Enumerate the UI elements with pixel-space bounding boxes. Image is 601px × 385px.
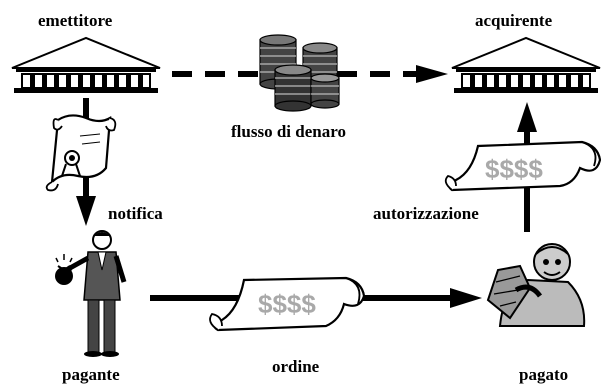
label-ordine: ordine (272, 357, 320, 376)
money-text-autorizzazione: $$$$ (485, 154, 543, 184)
label-flusso-di-denaro: flusso di denaro (231, 122, 346, 141)
money-scroll-ordine: $$$$ (209, 276, 366, 332)
bank-icon-emettitore (11, 36, 161, 93)
label-acquirente: acquirente (475, 11, 553, 30)
label-emettitore: emettitore (38, 11, 113, 30)
money-text-ordine: $$$$ (258, 289, 316, 319)
money-scroll-autorizzazione: $$$$ (444, 140, 601, 192)
dashed-arrow-money-flow (172, 65, 448, 83)
bank-icon-acquirente (451, 36, 601, 93)
coins-stack-icon (259, 34, 340, 112)
label-autorizzazione: autorizzazione (373, 204, 479, 223)
certificate-scroll-icon (45, 114, 117, 192)
label-pagante: pagante (62, 365, 120, 384)
label-notifica: notifica (108, 204, 163, 223)
label-pagato: pagato (519, 365, 569, 384)
payer-person-icon (55, 230, 127, 357)
payee-person-icon (486, 243, 586, 327)
